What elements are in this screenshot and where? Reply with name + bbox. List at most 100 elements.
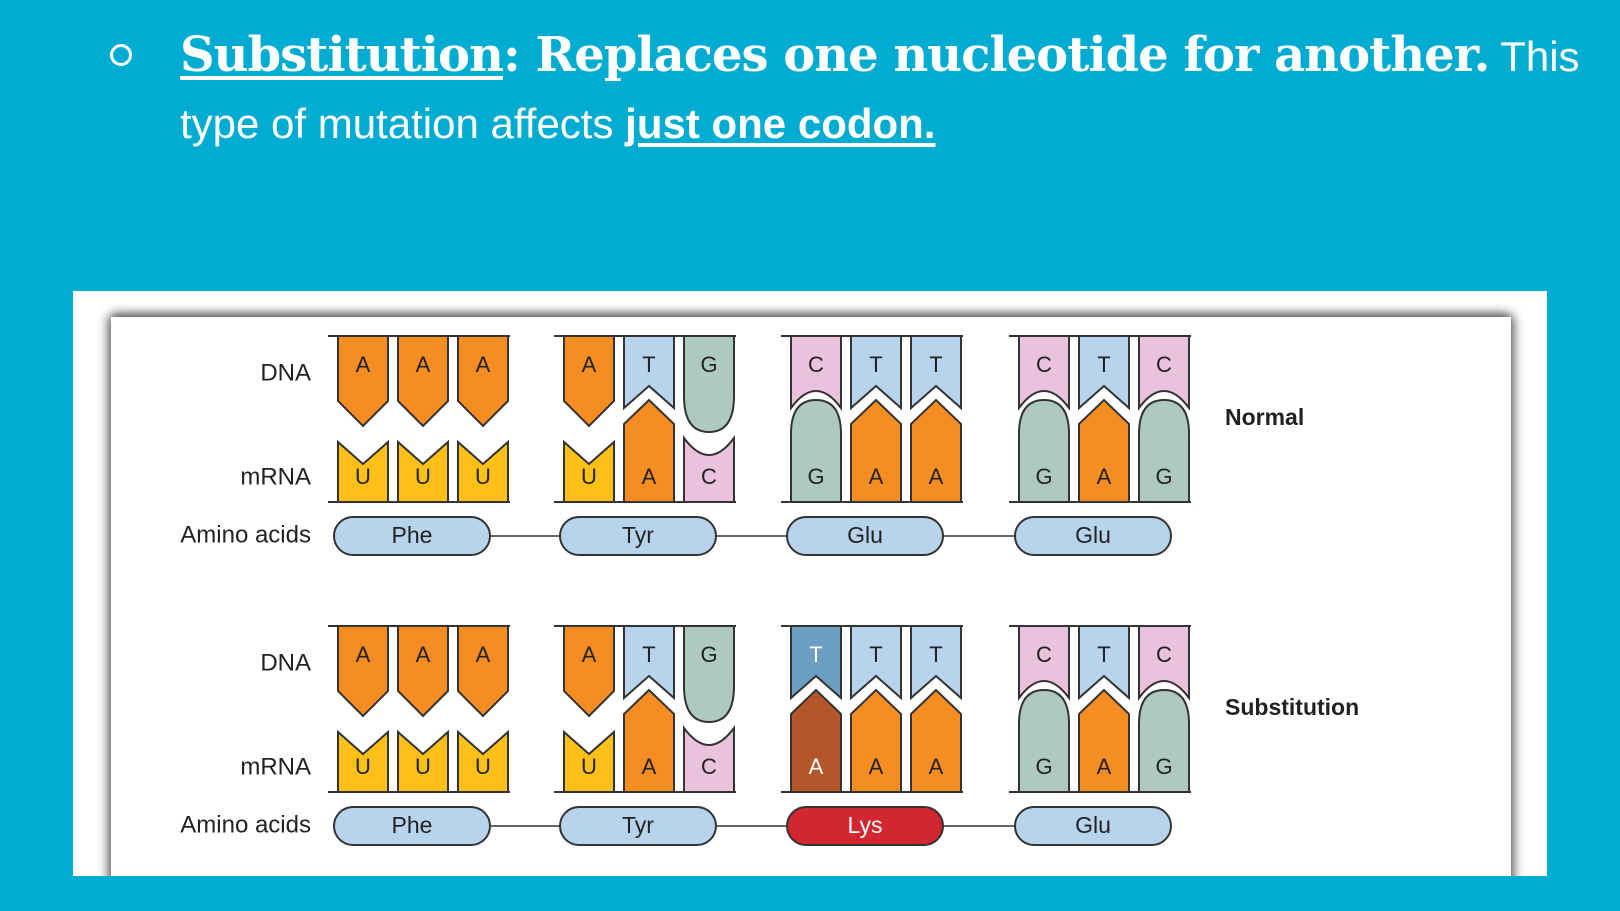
body-text: This type of mutation affects bbox=[180, 33, 1580, 147]
mrna-nucleotide bbox=[563, 729, 615, 793]
panel-label: Normal bbox=[1225, 404, 1304, 430]
mrna-nucleotide bbox=[623, 688, 675, 793]
dna-nucleotide bbox=[1078, 625, 1130, 701]
dna-base-letter: T bbox=[869, 352, 882, 377]
dna-nucleotide bbox=[337, 335, 389, 428]
mrna-nucleotide bbox=[623, 398, 675, 503]
mrna-base-letter: A bbox=[1097, 464, 1112, 489]
mrna-base-letter: U bbox=[415, 464, 431, 489]
dna-nucleotide bbox=[683, 335, 735, 434]
dna-nucleotide bbox=[397, 625, 449, 718]
mrna-base-letter: U bbox=[355, 464, 371, 489]
dna-base-letter: A bbox=[356, 352, 371, 377]
amino-acid-label: Phe bbox=[392, 812, 433, 838]
mrna-nucleotide bbox=[1078, 398, 1130, 503]
mrna-nucleotide bbox=[337, 439, 389, 503]
dna-base-letter: A bbox=[476, 642, 491, 667]
amino-acid-label: Glu bbox=[1075, 522, 1111, 548]
mrna-base-letter: C bbox=[701, 464, 717, 489]
amino-acid-pill bbox=[786, 516, 944, 556]
dna-base-letter: A bbox=[582, 642, 597, 667]
dna-nucleotide bbox=[397, 335, 449, 428]
dna-base-letter: A bbox=[476, 352, 491, 377]
mrna-nucleotide bbox=[397, 439, 449, 503]
amino-acid-label: Phe bbox=[392, 522, 433, 548]
bullet-text: Substitution: Replaces one nucleotide fo… bbox=[180, 22, 1600, 158]
mrna-nucleotide bbox=[457, 439, 509, 503]
amino-acid-label: Lys bbox=[848, 812, 883, 838]
row-label-amino-acids: Amino acids bbox=[180, 811, 311, 838]
dna-nucleotide bbox=[563, 625, 615, 718]
mrna-base-letter: G bbox=[807, 464, 824, 489]
amino-acid-pill bbox=[1014, 516, 1172, 556]
dna-nucleotide bbox=[850, 625, 902, 701]
mrna-nucleotide bbox=[1018, 398, 1070, 503]
dna-base-letter: G bbox=[700, 642, 717, 667]
mrna-nucleotide bbox=[1138, 398, 1190, 503]
bullet-circle-icon bbox=[110, 44, 132, 66]
dna-base-letter: A bbox=[582, 352, 597, 377]
mrna-base-letter: A bbox=[642, 464, 657, 489]
mrna-nucleotide bbox=[1138, 688, 1190, 793]
mrna-nucleotide bbox=[683, 724, 735, 793]
dna-nucleotide bbox=[1018, 625, 1070, 702]
mrna-base-letter: A bbox=[642, 754, 657, 779]
mrna-base-letter: A bbox=[1097, 754, 1112, 779]
amino-acid-pill bbox=[786, 806, 944, 846]
mrna-base-letter: G bbox=[1035, 754, 1052, 779]
dna-nucleotide bbox=[457, 335, 509, 428]
mrna-base-letter: A bbox=[869, 464, 884, 489]
amino-acid-pill bbox=[333, 516, 491, 556]
mrna-base-letter: G bbox=[1035, 464, 1052, 489]
dna-base-letter: T bbox=[642, 642, 655, 667]
term-substitution: Substitution bbox=[180, 27, 504, 83]
dna-base-letter: C bbox=[1156, 352, 1172, 377]
amino-acid-pill bbox=[1014, 806, 1172, 846]
mrna-base-letter: A bbox=[929, 754, 944, 779]
dna-base-letter: A bbox=[416, 352, 431, 377]
mrna-nucleotide bbox=[850, 398, 902, 503]
dna-nucleotide bbox=[1138, 335, 1190, 412]
dna-nucleotide bbox=[1018, 335, 1070, 412]
dna-nucleotide bbox=[623, 335, 675, 411]
dna-nucleotide bbox=[1138, 625, 1190, 702]
dna-base-letter: G bbox=[700, 352, 717, 377]
mrna-nucleotide bbox=[397, 729, 449, 793]
mrna-base-letter: U bbox=[581, 464, 597, 489]
amino-acid-label: Glu bbox=[847, 522, 883, 548]
dna-nucleotide bbox=[623, 625, 675, 701]
row-label-dna: DNA bbox=[260, 359, 311, 386]
mrna-base-letter: A bbox=[809, 754, 824, 779]
dna-base-letter: A bbox=[416, 642, 431, 667]
dna-nucleotide bbox=[910, 625, 962, 701]
mrna-base-letter: U bbox=[355, 754, 371, 779]
amino-acid-pill bbox=[333, 806, 491, 846]
dna-base-letter: T bbox=[809, 642, 822, 667]
row-label-dna: DNA bbox=[260, 649, 311, 676]
row-label-mrna: mRNA bbox=[240, 463, 311, 490]
dna-base-letter: T bbox=[869, 642, 882, 667]
dna-base-letter: C bbox=[1036, 352, 1052, 377]
panel-label: Substitution bbox=[1225, 694, 1359, 720]
dna-nucleotide bbox=[1078, 335, 1130, 411]
mrna-base-letter: C bbox=[701, 754, 717, 779]
amino-acid-label: Tyr bbox=[622, 812, 654, 838]
dna-nucleotide bbox=[563, 335, 615, 428]
mrna-nucleotide bbox=[1078, 688, 1130, 793]
dna-base-letter: T bbox=[642, 352, 655, 377]
dna-base-letter: T bbox=[929, 642, 942, 667]
mrna-nucleotide bbox=[1018, 688, 1070, 793]
dna-base-letter: T bbox=[1097, 352, 1110, 377]
mrna-nucleotide bbox=[910, 398, 962, 503]
mrna-base-letter: U bbox=[475, 464, 491, 489]
dna-nucleotide bbox=[790, 335, 842, 412]
row-label-mrna: mRNA bbox=[240, 753, 311, 780]
definition-sentence: : Replaces one nucleotide for another. bbox=[502, 27, 1490, 83]
dna-nucleotide bbox=[910, 335, 962, 411]
mrna-nucleotide bbox=[457, 729, 509, 793]
mrna-nucleotide bbox=[683, 434, 735, 503]
dna-base-letter: T bbox=[1097, 642, 1110, 667]
mrna-base-letter: U bbox=[581, 754, 597, 779]
